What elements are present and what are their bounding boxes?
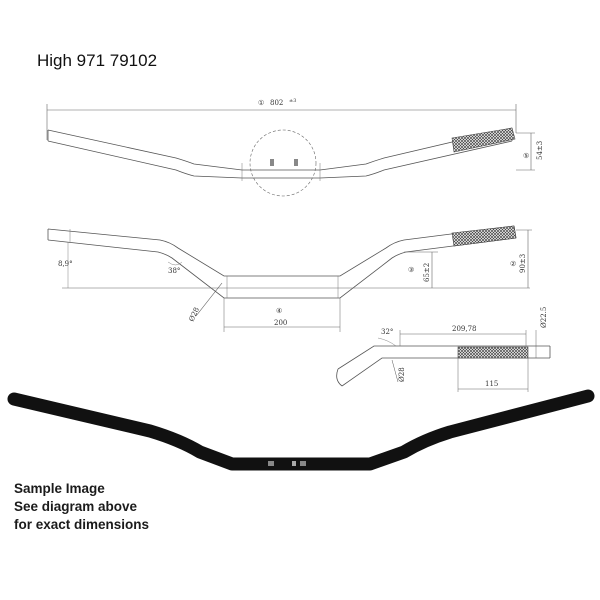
sample-handlebar-photo xyxy=(7,389,595,471)
clamp-zone-circle xyxy=(249,129,317,197)
front-rise-label: 65±2 xyxy=(423,263,431,282)
center-width-label: 200 xyxy=(274,319,287,327)
grip-knurl-right xyxy=(451,127,516,153)
bar-bottom-edge xyxy=(47,140,513,179)
caption-line-2: See diagram above xyxy=(14,499,138,514)
bend-angle-label: 38° xyxy=(168,267,180,275)
sample-caption: Sample Image See diagram above for exact… xyxy=(14,480,149,534)
front-grip-knurl xyxy=(451,225,517,247)
sample-center-mark-left xyxy=(268,461,274,466)
width-tolerance: ±3 xyxy=(289,98,296,104)
top-view: ① 802 ±3 ⑤ 54±3 xyxy=(46,98,544,197)
top-rise-index: ⑤ xyxy=(523,152,529,160)
end-angle-label: 8,9° xyxy=(58,260,73,268)
grip-diameter-label: Ø22.5 xyxy=(540,307,548,328)
grip-length-label: 115 xyxy=(485,380,498,388)
front-height-index: ② xyxy=(510,260,516,268)
sample-bar xyxy=(7,389,595,471)
width-index: ① xyxy=(258,99,264,107)
side-length-label: 209,78 xyxy=(452,325,477,333)
part-number-title: High 971 79102 xyxy=(37,51,158,70)
center-width-index: ④ xyxy=(276,307,282,315)
side-bar-bottom xyxy=(341,357,550,387)
sample-center-mark-mid xyxy=(292,461,296,466)
caption-line-1: Sample Image xyxy=(14,481,105,496)
width-label: 802 xyxy=(270,99,283,107)
caption-line-3: for exact dimensions xyxy=(14,517,150,532)
front-bar-top-edge xyxy=(47,225,515,277)
sample-center-mark-right xyxy=(300,461,306,466)
center-mark-left xyxy=(270,159,274,166)
side-grip-knurl xyxy=(457,346,529,359)
top-rise-label: 54±3 xyxy=(536,141,544,160)
side-view: 32° 209,78 115 Ø22.5 Ø28 xyxy=(336,307,551,392)
front-rise-index: ③ xyxy=(408,266,414,274)
center-mark-right xyxy=(294,159,298,166)
front-bar-bottom-edge xyxy=(47,237,517,299)
front-height-label: 90±3 xyxy=(519,254,527,273)
front-view: 8,9° 38° Ø28 ④ 200 ③ 65±2 ② 90±3 xyxy=(47,225,532,332)
side-clamp-label: Ø28 xyxy=(398,367,406,382)
sweep-angle-label: 32° xyxy=(381,328,393,336)
bar-top-edge xyxy=(47,127,513,171)
side-bar-top xyxy=(337,345,550,370)
front-clamp-label: Ø28 xyxy=(188,306,201,323)
